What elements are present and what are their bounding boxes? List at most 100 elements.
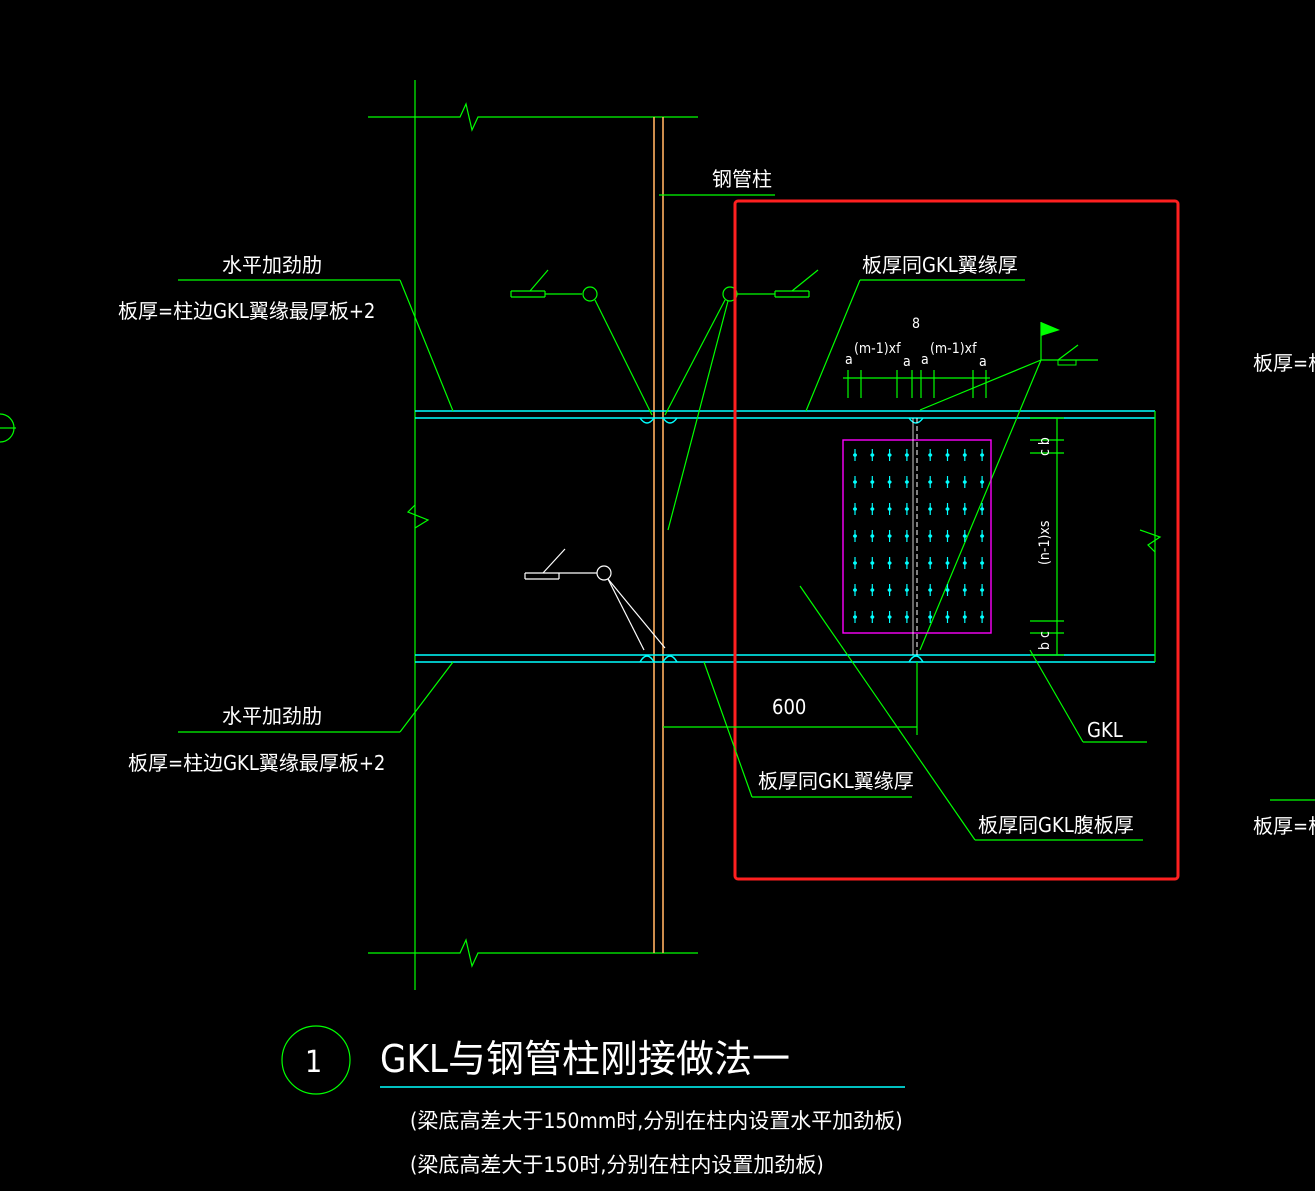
- plate-flange-bottom-label: 板厚同GKL翼缘厚: [758, 769, 914, 793]
- bolt: [853, 449, 857, 461]
- column-outline: [368, 80, 698, 990]
- title-note-2: (梁底高差大于150时,分别在柱内设置加劲板): [410, 1153, 824, 1177]
- bolt: [928, 584, 933, 596]
- dimension-600: 600: [663, 662, 918, 735]
- right-dimension-chain: c b (n-1)xs b c: [1030, 417, 1064, 656]
- dim-600-label: 600: [772, 695, 806, 719]
- bolt: [945, 530, 950, 542]
- bolt: [962, 584, 967, 596]
- bolt: [945, 449, 950, 461]
- bolt: [980, 503, 985, 515]
- weld-symbol-top-left: [510, 269, 653, 416]
- dim-a-3: a: [921, 352, 929, 368]
- bolt: [904, 530, 909, 542]
- bottom-stiffener-title: 水平加劲肋: [222, 704, 322, 728]
- bolt: [962, 449, 967, 461]
- bolt: [904, 503, 909, 515]
- bolt: [962, 611, 967, 623]
- bolt: [904, 584, 909, 596]
- bolt: [853, 611, 857, 623]
- dim-a-4: a: [979, 354, 987, 370]
- bolt: [945, 611, 950, 623]
- bolt: [962, 557, 967, 569]
- bolt: [928, 611, 933, 623]
- weld-symbol-bottom-left: [524, 548, 666, 651]
- bolt-grid: [853, 449, 985, 623]
- bolt: [980, 476, 985, 488]
- top-stiffener-callout: 水平加劲肋 板厚=柱边GKL翼缘最厚板+2: [118, 253, 454, 412]
- bottom-stiffener-callout: 水平加劲肋 板厚=柱边GKL翼缘最厚板+2: [128, 661, 454, 775]
- bolt: [928, 530, 933, 542]
- steel-pipe-column-leader: 钢管柱: [659, 167, 775, 196]
- dim-a-2: a: [903, 354, 911, 370]
- bolt: [870, 611, 875, 623]
- bolt: [945, 503, 950, 515]
- bolt: [928, 557, 933, 569]
- gkl-label: GKL: [1087, 718, 1123, 742]
- bolt: [887, 476, 892, 488]
- plate-flange-top-label: 板厚同GKL翼缘厚: [862, 253, 1018, 277]
- bolt: [904, 611, 909, 623]
- bolt: [962, 530, 967, 542]
- bolt: [928, 449, 933, 461]
- bolt: [928, 503, 933, 515]
- dim-cb-top: c b: [1037, 437, 1053, 456]
- steel-pipe-column-wall: [653, 117, 664, 953]
- bolt: [853, 503, 857, 515]
- bolt: [870, 557, 875, 569]
- weld-marks: [639, 417, 924, 663]
- bolt-plate: [842, 418, 992, 655]
- dim-a-1: a: [845, 352, 853, 368]
- bolt: [870, 530, 875, 542]
- title-text: GKL与钢管柱刚接做法一: [380, 1037, 790, 1081]
- top-dimension-chain: 8 a (m-1)xf a a (m-1)xf a: [843, 316, 990, 398]
- bolt: [980, 530, 985, 542]
- title-block: 1 GKL与钢管柱刚接做法一 (梁底高差大于150mm时,分别在柱内设置水平加劲…: [281, 1025, 905, 1177]
- bolt: [887, 503, 892, 515]
- bolt: [870, 476, 875, 488]
- bolt: [870, 449, 875, 461]
- right-cut-label-1: 板厚=柱: [1253, 351, 1315, 375]
- highlight-box: [733, 199, 1180, 881]
- plate-flange-bottom-callout: 板厚同GKL翼缘厚: [703, 661, 914, 798]
- title-note-1: (梁底高差大于150mm时,分别在柱内设置水平加劲板): [410, 1109, 903, 1133]
- bolt: [887, 530, 892, 542]
- dim-ns: (n-1)xs: [1037, 521, 1053, 565]
- bolt: [904, 557, 909, 569]
- bolt: [945, 584, 950, 596]
- left-cut-section-marker: [0, 413, 16, 443]
- weld-symbol-flag: [919, 322, 1098, 651]
- gkl-callout: GKL: [1029, 649, 1147, 743]
- plate-web-label: 板厚同GKL腹板厚: [978, 813, 1134, 837]
- title-number: 1: [305, 1045, 322, 1080]
- top-stiffener-thickness: 板厚=柱边GKL翼缘最厚板+2: [118, 299, 375, 323]
- plate-web-callout: 板厚同GKL腹板厚: [799, 585, 1143, 841]
- bolt: [887, 449, 892, 461]
- dim-bc-bottom: b c: [1037, 631, 1053, 650]
- bolt: [853, 530, 857, 542]
- bolt: [853, 584, 857, 596]
- bolt: [887, 611, 892, 623]
- bolt: [870, 503, 875, 515]
- bolt: [962, 476, 967, 488]
- bottom-stiffener-thickness: 板厚=柱边GKL翼缘最厚板+2: [128, 751, 385, 775]
- bolt: [980, 449, 985, 461]
- bolt: [945, 476, 950, 488]
- steel-pipe-column-label: 钢管柱: [712, 167, 772, 191]
- dim-mf-1: (m-1)xf: [854, 341, 901, 357]
- bolt: [853, 557, 857, 569]
- bolt: [887, 557, 892, 569]
- bolt: [980, 611, 985, 623]
- bolt: [980, 584, 985, 596]
- bolt: [887, 584, 892, 596]
- dim-mf-2: (m-1)xf: [930, 341, 977, 357]
- bolt: [853, 476, 857, 488]
- bolt: [928, 476, 933, 488]
- bolt: [980, 557, 985, 569]
- bolt: [904, 449, 909, 461]
- plate-flange-top-callout: 板厚同GKL翼缘厚: [805, 253, 1025, 412]
- bolt: [870, 584, 875, 596]
- right-cut-labels: 板厚=柱 板厚=柱: [1253, 351, 1315, 838]
- top-stiffener-title: 水平加劲肋: [222, 253, 322, 277]
